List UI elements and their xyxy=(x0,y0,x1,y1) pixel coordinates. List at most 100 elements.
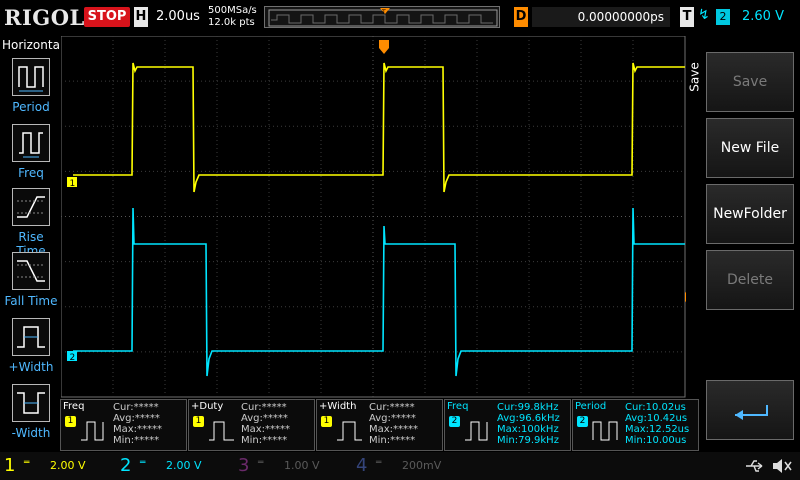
channel-status-bar xyxy=(0,452,800,480)
back-button[interactable] xyxy=(706,380,794,440)
measurement-title: Period xyxy=(575,401,607,412)
new-file-button[interactable]: New File xyxy=(706,118,794,178)
trigger-label: T xyxy=(680,7,694,27)
measure-freq-label: Freq xyxy=(18,166,44,180)
period-icon xyxy=(12,58,50,96)
trigger-position-marker xyxy=(380,8,390,14)
trigger-source-badge[interactable]: 2 xyxy=(716,9,730,25)
measurement-row: Min:79.9kHz xyxy=(497,435,559,446)
measure-period-label: Period xyxy=(12,100,50,114)
measure-period-button[interactable]: Period xyxy=(2,58,60,124)
frequency-icon xyxy=(81,421,104,441)
measurement-row: Max:100kHz xyxy=(497,424,559,435)
measure-fall-time-button[interactable]: Fall Time xyxy=(2,252,60,318)
run-stop-indicator[interactable]: STOP xyxy=(84,7,130,27)
acquisition-info: 500MSa/s 12.0k pts xyxy=(208,5,257,29)
measurement-ch1-duty[interactable]: +Duty 1 Cur:***** Avg:***** Max:***** Mi… xyxy=(188,399,315,451)
fall-time-icon xyxy=(12,252,50,290)
channel-3-status[interactable]: 3 ═ 1.00 V xyxy=(234,455,346,477)
measurement-row: Cur:***** xyxy=(241,402,287,413)
measurement-row: Max:12.52us xyxy=(625,424,690,435)
measurement-ch2-period[interactable]: Period 2 Cur:10.02us Avg:10.42us Max:12.… xyxy=(572,399,699,451)
new-folder-button[interactable]: NewFolder xyxy=(706,184,794,244)
channel-2-ground-marker xyxy=(67,351,77,361)
channel-1-scale: 2.00 V xyxy=(50,459,86,472)
measurement-row: Cur:10.02us xyxy=(625,402,686,413)
save-button[interactable]: Save xyxy=(706,52,794,112)
brand-logo: RIGOL xyxy=(4,5,85,30)
rise-time-icon xyxy=(12,188,50,226)
dc-coupling-icon: ═ xyxy=(140,458,146,468)
measurement-title: Freq xyxy=(447,401,469,412)
measurement-ch1-freq[interactable]: Freq 1 Cur:***** Avg:***** Max:***** Min… xyxy=(60,399,187,451)
channel-4-scale: 200mV xyxy=(402,459,442,472)
measure-fall-time-label: Fall Time xyxy=(4,294,58,308)
measurement-title: Freq xyxy=(63,401,85,412)
measure-positive-width-button[interactable]: +Width xyxy=(2,318,60,384)
channel-4-number: 4 xyxy=(356,455,368,476)
measurement-row: Cur:99.8kHz xyxy=(497,402,559,413)
channel-2-number: 2 xyxy=(120,455,132,476)
channel-3-number: 3 xyxy=(238,455,250,476)
measure-negative-width-label: -Width xyxy=(11,426,51,440)
save-menu-title: Save xyxy=(687,62,702,92)
measurement-row: Avg:***** xyxy=(113,413,160,424)
measurement-channel-badge: 2 xyxy=(449,416,460,427)
usb-icon xyxy=(746,460,763,472)
delay-value[interactable]: 0.00000000ps xyxy=(532,7,670,27)
measurement-channel-badge: 1 xyxy=(193,416,204,427)
trigger-edge-icon: ↯ xyxy=(698,7,710,23)
timebase-value[interactable]: 2.00us xyxy=(156,9,200,24)
measure-positive-width-label: +Width xyxy=(8,360,54,374)
memory-waveform-preview: T xyxy=(268,8,498,27)
save-menu-tab: Save xyxy=(686,56,704,100)
channel-2-ground-label: 2 xyxy=(70,353,76,363)
measurement-row: Min:***** xyxy=(369,435,416,446)
frequency-icon xyxy=(12,124,50,162)
dc-coupling-icon: ═ xyxy=(258,458,264,468)
channel-3-scale: 1.00 V xyxy=(284,459,320,472)
measurement-row: Min:***** xyxy=(241,435,288,446)
memory-depth: 12.0k pts xyxy=(208,17,255,28)
channel-2-scale: 2.00 V xyxy=(166,459,202,472)
measurement-ch2-freq[interactable]: Freq 2 Cur:99.8kHz Avg:96.6kHz Max:100kH… xyxy=(444,399,571,451)
duty-cycle-icon xyxy=(209,421,234,441)
measure-negative-width-button[interactable]: -Width xyxy=(2,384,60,450)
measurement-row: Min:***** xyxy=(113,435,160,446)
measure-freq-button[interactable]: Freq xyxy=(2,124,60,190)
channel-1-number: 1 xyxy=(4,455,16,476)
memory-position-bar[interactable]: T xyxy=(264,6,500,28)
delay-label: D xyxy=(514,7,528,27)
timebase-label: H xyxy=(134,7,148,27)
measurement-channel-badge: 1 xyxy=(321,416,332,427)
channel-1-ground-label: 1 xyxy=(70,179,76,189)
svg-text:T: T xyxy=(381,9,386,16)
positive-width-icon xyxy=(337,421,362,441)
measurement-row: Max:***** xyxy=(113,424,163,435)
channel-4-status[interactable]: 4 ═ 200mV xyxy=(352,455,464,477)
measurement-title: +Width xyxy=(319,401,357,412)
measurement-row: Cur:***** xyxy=(113,402,159,413)
measure-rise-time-button[interactable]: Rise Time xyxy=(2,188,60,258)
channel-2-trace xyxy=(73,207,685,377)
channel-2-status[interactable]: 2 ═ 2.00 V xyxy=(116,455,228,477)
measurement-channel-badge: 2 xyxy=(577,416,588,427)
measure-menu-title: Horizontal xyxy=(2,38,64,52)
positive-width-icon xyxy=(12,318,50,356)
channel-1-trace xyxy=(73,62,685,193)
speaker-muted-icon[interactable] xyxy=(770,456,794,476)
trigger-level[interactable]: 2.60 V xyxy=(742,9,784,24)
measurement-title: +Duty xyxy=(191,401,224,412)
measurement-row: Avg:10.42us xyxy=(625,413,688,424)
measurement-row: Avg:***** xyxy=(241,413,288,424)
measurement-row: Avg:96.6kHz xyxy=(497,413,560,424)
channel-1-status[interactable]: 1 ═ 2.00 V xyxy=(0,455,112,477)
negative-width-icon xyxy=(12,384,50,422)
sample-rate: 500MSa/s xyxy=(208,5,257,16)
delete-button[interactable]: Delete xyxy=(706,250,794,310)
measurement-row: Min:10.00us xyxy=(625,435,687,446)
measurement-row: Cur:***** xyxy=(369,402,415,413)
measurement-ch1-width[interactable]: +Width 1 Cur:***** Avg:***** Max:***** M… xyxy=(316,399,443,451)
waveform-display[interactable]: 1 2 xyxy=(61,36,686,398)
measurement-row: Avg:***** xyxy=(369,413,416,424)
